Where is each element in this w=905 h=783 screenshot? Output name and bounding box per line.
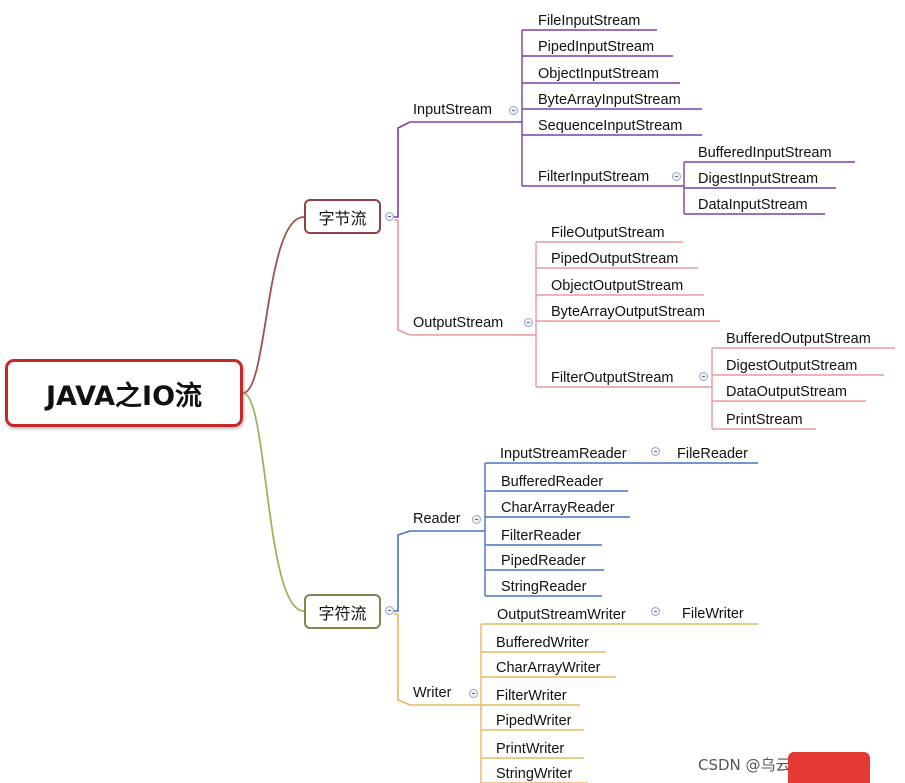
leaf-label: PipedOutputStream [551, 251, 679, 267]
leaf-label: PipedWriter [496, 713, 572, 729]
collapse-toggle-icon[interactable] [509, 106, 518, 115]
leaf-label: SequenceInputStream [538, 118, 683, 134]
leaf-label: StringWriter [496, 766, 573, 782]
leaf-label: BufferedReader [501, 474, 604, 490]
collapse-toggle-icon[interactable] [524, 318, 533, 327]
collapse-toggle-icon[interactable] [672, 172, 681, 181]
root-node: JAVA之IO流 [5, 359, 243, 427]
leaf-label: FileWriter [682, 606, 744, 622]
leaf-label: DataOutputStream [726, 384, 847, 400]
leaf-label: FileInputStream [538, 13, 641, 29]
writer-label: Writer [413, 685, 452, 701]
leaf-label: DigestInputStream [698, 171, 819, 187]
leaf-label: OutputStreamWriter [497, 607, 626, 623]
leaf-label: StringReader [501, 579, 587, 595]
byte-stream-node: 字节流 [304, 199, 381, 234]
leaf-label: CharArrayReader [501, 500, 615, 516]
leaf-label: ByteArrayOutputStream [551, 304, 705, 320]
leaf-label: FilterReader [501, 528, 581, 544]
char-to-writer-curve [394, 613, 411, 706]
leaf-label: FilterWriter [496, 688, 567, 704]
leaf-label: ObjectInputStream [538, 66, 659, 82]
leaf-label: FileOutputStream [551, 225, 665, 241]
leaf-label: ByteArrayInputStream [538, 92, 681, 108]
char-to-reader-curve [394, 530, 411, 612]
leaf-label: DataInputStream [698, 197, 808, 213]
collapse-toggle-icon[interactable] [651, 607, 660, 616]
leaf-label: FileReader [677, 446, 748, 462]
leaf-label: BufferedWriter [496, 635, 589, 651]
root-to-byte-curve [242, 216, 305, 394]
byte-to-input-curve [394, 121, 411, 218]
collapse-toggle-icon[interactable] [651, 447, 660, 456]
collapse-toggle-icon[interactable] [385, 212, 394, 221]
leaf-label: FilterInputStream [538, 169, 650, 185]
collapse-toggle-icon[interactable] [472, 515, 481, 524]
input-stream-label: InputStream [413, 102, 492, 118]
leaf-label: BufferedInputStream [698, 145, 832, 161]
reader-label: Reader [413, 511, 461, 527]
collapse-toggle-icon[interactable] [699, 372, 708, 381]
collapse-toggle-icon[interactable] [385, 606, 394, 615]
leaf-label: FilterOutputStream [551, 370, 674, 386]
byte-to-output-curve [394, 219, 411, 336]
leaf-label: ObjectOutputStream [551, 278, 684, 294]
leaf-label: DigestOutputStream [726, 358, 858, 374]
watermark-badge [788, 752, 870, 783]
char-stream-node: 字符流 [304, 594, 381, 629]
leaf-label: InputStreamReader [500, 446, 627, 462]
leaf-label: PipedReader [501, 553, 586, 569]
leaf-label: PipedInputStream [538, 39, 655, 55]
output-stream-label: OutputStream [413, 315, 504, 331]
leaf-label: PrintStream [726, 412, 803, 428]
leaf-label: CharArrayWriter [496, 660, 601, 676]
leaf-label: PrintWriter [496, 741, 565, 757]
leaf-label: BufferedOutputStream [726, 331, 871, 347]
root-to-char-curve [242, 392, 305, 612]
collapse-toggle-icon[interactable] [469, 689, 478, 698]
